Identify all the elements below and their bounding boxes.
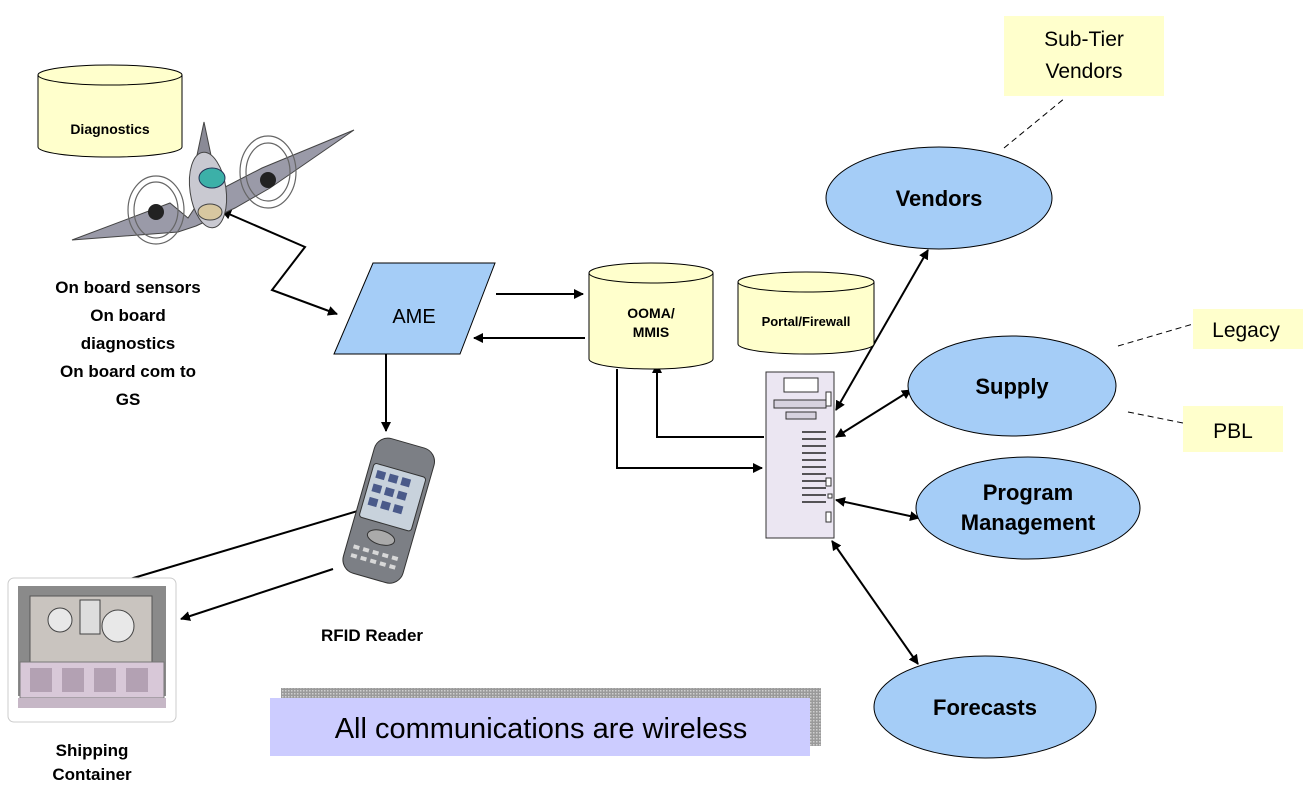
forecasts-node: Forecasts — [873, 655, 1097, 759]
supply-node: Supply — [907, 335, 1117, 437]
forecasts-label: Forecasts — [933, 695, 1037, 720]
vendors-node: Vendors — [825, 146, 1053, 250]
legacy-note: Legacy — [1193, 309, 1303, 349]
ooma-label-line-2: MMIS — [633, 324, 670, 340]
rfid-reader-icon — [342, 437, 435, 584]
connector-container-to-rfid — [129, 504, 372, 580]
portal-label: Portal/Firewall — [762, 314, 851, 329]
portal-firewall-cylinder: Portal/Firewall — [737, 271, 875, 355]
connector-airplane-ame — [221, 209, 338, 316]
airplane-icon — [71, 121, 355, 245]
connector-rfid-to-container — [180, 568, 334, 621]
ame-label: AME — [392, 306, 435, 328]
onboard-sensors-label: On board sensors On board diagnostics On… — [55, 278, 200, 409]
pbl-label: PBL — [1213, 420, 1253, 443]
subtier-label-line-2: Vendors — [1045, 60, 1122, 83]
program-label-line-2: Management — [961, 510, 1096, 535]
note-leaders — [1003, 97, 1194, 424]
sensors-line-2: On board — [90, 306, 166, 325]
diagnostics-label: Diagnostics — [70, 121, 150, 137]
connectors — [129, 209, 929, 665]
sensors-line-3: diagnostics — [81, 334, 175, 353]
connector-ooma-to-server — [616, 369, 763, 473]
vendors-label: Vendors — [896, 186, 983, 211]
banner-text: All communications are wireless — [335, 713, 748, 745]
wireless-banner: All communications are wireless — [270, 688, 821, 756]
program-management-node: Program Management — [915, 456, 1141, 560]
shipping-label-line-1: Shipping — [56, 741, 129, 760]
ooma-mmis-cylinder: OOMA/ MMIS — [588, 262, 714, 370]
shipping-container-icon — [7, 577, 177, 723]
connector-server-vendors — [835, 249, 929, 411]
diagnostics-cylinder: Diagnostics — [37, 64, 183, 158]
leader-legacy — [1117, 323, 1194, 347]
ooma-label-line-1: OOMA/ — [627, 305, 675, 321]
leader-subtier — [1003, 97, 1066, 149]
server-icon — [765, 371, 835, 539]
pbl-note: PBL — [1183, 406, 1283, 452]
subtier-vendors-note: Sub-Tier Vendors — [1004, 16, 1164, 96]
connector-server-forecasts — [831, 540, 919, 665]
sensors-line-4: On board com to — [60, 362, 196, 381]
ame-node: AME — [333, 262, 496, 355]
sensors-line-5: GS — [116, 390, 141, 409]
rfid-label: RFID Reader — [321, 626, 423, 645]
leader-pbl — [1127, 411, 1184, 424]
shipping-label-line-2: Container — [52, 765, 132, 784]
connector-server-program — [835, 497, 920, 521]
connector-server-supply — [835, 389, 912, 438]
subtier-label-line-1: Sub-Tier — [1044, 28, 1124, 51]
connector-server-to-ooma — [652, 363, 764, 438]
program-label-line-1: Program — [983, 480, 1073, 505]
legacy-label: Legacy — [1212, 319, 1280, 342]
sensors-line-1: On board sensors — [55, 278, 200, 297]
supply-label: Supply — [975, 374, 1049, 399]
